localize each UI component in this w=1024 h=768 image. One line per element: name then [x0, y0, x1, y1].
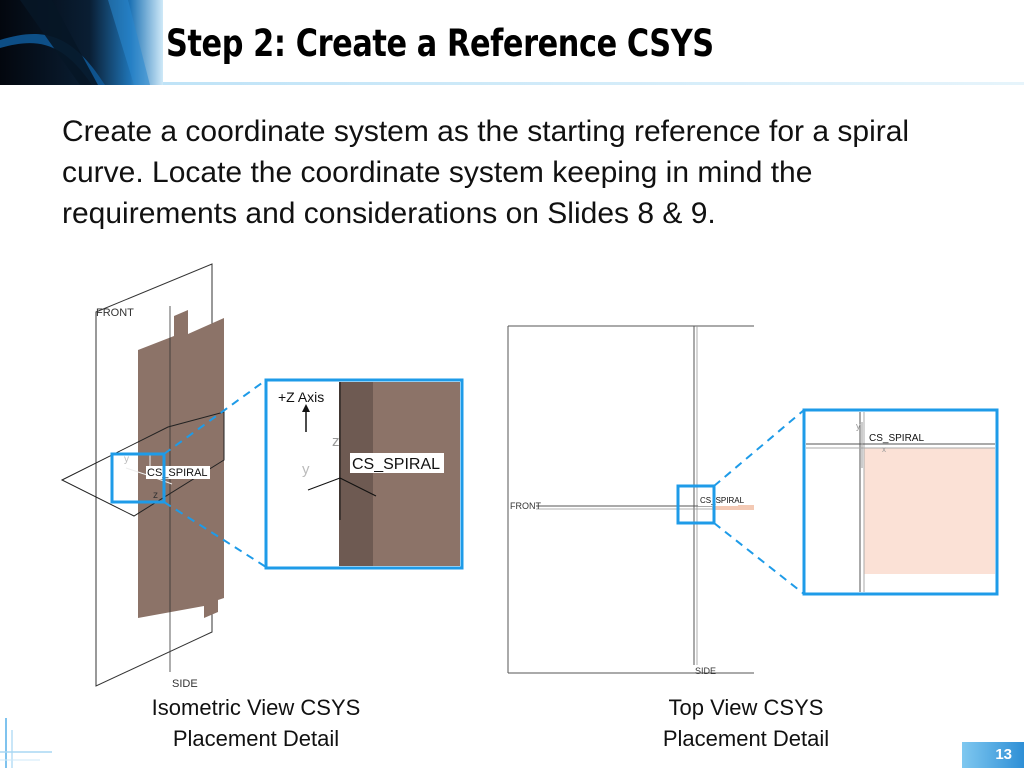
zoom-leader-top	[163, 379, 267, 455]
zoom-z-axis-label: z	[332, 433, 340, 450]
csys-label: CS_SPIRAL	[700, 496, 745, 505]
csys-z-axis-label: z	[153, 490, 158, 501]
top-datum-plane	[60, 411, 225, 517]
part-body	[138, 310, 224, 618]
csys-label-box	[146, 466, 210, 479]
zoom-x-axis-label: x	[882, 445, 886, 454]
zoom-leader-bottom	[163, 501, 267, 568]
z-axis-label: +Z Axis	[278, 389, 324, 405]
zoom-y-axis-label: y	[856, 421, 861, 431]
isometric-caption: Isometric View CSYS Placement Detail	[106, 692, 406, 754]
isometric-view-figure: FRONT SIDE z y CS_SPIRAL z y CS_SPIRAL +…	[60, 263, 464, 690]
side-label: SIDE	[172, 678, 198, 690]
zoom-detail-frame	[802, 408, 999, 596]
page-number: 13	[995, 746, 1012, 763]
z-axis-arrowhead	[302, 404, 310, 412]
top-view-caption: Top View CSYS Placement Detail	[606, 692, 886, 754]
zoom-csys-label: CS_SPIRAL	[352, 456, 440, 473]
side-label: SIDE	[695, 666, 716, 676]
zoom-detail-frame	[264, 378, 464, 570]
zoom-y-axis-label: y	[302, 461, 310, 478]
zoom-part-face	[864, 448, 995, 574]
slide-title: Step 2: Create a Reference CSYS	[166, 22, 714, 65]
header-graphic	[0, 0, 163, 85]
slide-header: Step 2: Create a Reference CSYS	[0, 0, 1024, 85]
front-label: FRONT	[510, 501, 541, 511]
front-datum-plane	[95, 263, 213, 687]
top-view-figure: SIDE FRONT CS_SPIRAL y x CS_SPIRAL	[507, 325, 999, 676]
footer-decoration	[0, 718, 52, 768]
csys-highlight-box	[110, 452, 166, 504]
zoom-part-body	[373, 382, 460, 566]
header-rule	[163, 82, 1024, 85]
isometric-caption-line2: Placement Detail	[172, 726, 340, 751]
isometric-caption-line1: Isometric View CSYS	[151, 695, 361, 720]
page-number-badge: 13	[962, 742, 1024, 768]
top-view-caption-line2: Placement Detail	[662, 726, 830, 751]
zoom-csys-label-box	[350, 453, 444, 473]
body-text: Create a coordinate system as the starti…	[62, 115, 910, 230]
zoom-csys-label: CS_SPIRAL	[869, 433, 924, 444]
zoom-leader-top	[713, 409, 805, 487]
csys-label: CS_SPIRAL	[147, 467, 208, 479]
zoom-leader-bottom	[713, 522, 805, 595]
top-view-caption-line1: Top View CSYS	[668, 695, 824, 720]
front-label: FRONT	[96, 307, 134, 319]
csys-y-axis-label: y	[124, 454, 129, 465]
zoom-part-dark	[339, 382, 373, 566]
csys-highlight-box	[676, 484, 716, 525]
part-edge	[712, 505, 754, 510]
